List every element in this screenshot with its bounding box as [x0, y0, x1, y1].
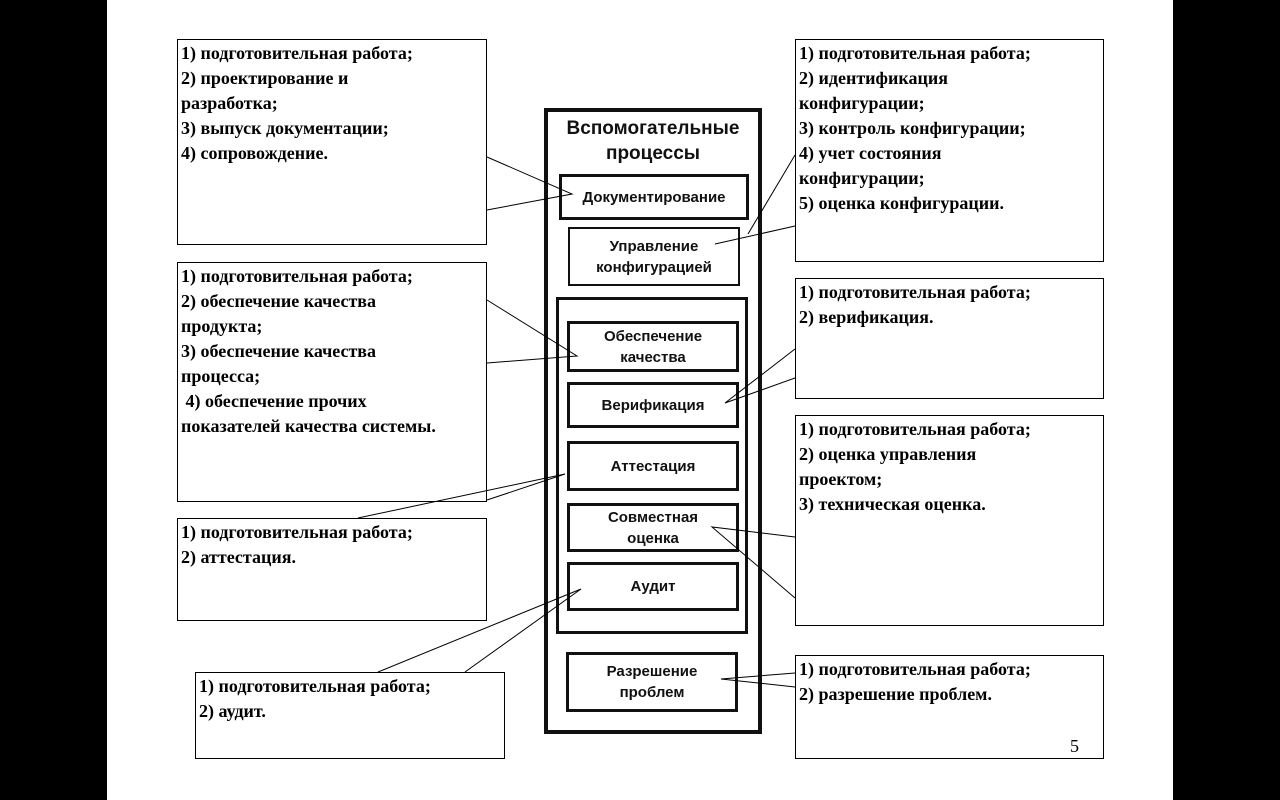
note-line: 4) сопровождение. [181, 143, 328, 163]
quality-group-frame [556, 297, 748, 634]
note-line: 1) подготовительная работа; [799, 659, 1031, 679]
connector-problem-resolution [720, 672, 796, 688]
note-line: проектом; [799, 469, 883, 489]
note-line: 3) техническая оценка. [799, 494, 986, 514]
note-line: 5) оценка конфигурации. [799, 193, 1004, 213]
connector-joint-review [710, 526, 796, 599]
process-attestation: Аттестация [567, 441, 739, 491]
note-line: разработка; [181, 93, 278, 113]
note-documentation: 1) подготовительная работа; 2) проектиров… [177, 39, 487, 245]
note-line: 3) контроль конфигурации; [799, 118, 1026, 138]
note-line: 1) подготовительная работа; [199, 676, 431, 696]
note-line: 3) обеспечение качества [181, 341, 377, 361]
note-line: 1) подготовительная работа; [799, 43, 1031, 63]
note-line: 2) аттестация. [181, 547, 296, 567]
note-line: 2) верификация. [799, 307, 934, 327]
note-line: 2) разрешение проблем. [799, 684, 992, 704]
note-line: 1) подготовительная работа; [181, 43, 413, 63]
note-line: 1) подготовительная работа; [799, 282, 1031, 302]
page-number: 5 [1070, 736, 1079, 756]
connector-documentation [486, 156, 574, 211]
connector-verification [724, 348, 796, 404]
process-quality: Обеспечение качества [567, 321, 739, 372]
note-line: 4) учет состояния [799, 143, 942, 163]
note-line: 3) выпуск документации; [181, 118, 389, 138]
process-audit: Аудит [567, 562, 739, 611]
note-quality: 1) подготовительная работа; 2) обеспечени… [177, 262, 487, 502]
process-documentation: Документирование [559, 174, 749, 220]
connector-attestation [357, 473, 566, 519]
note-line: показателей качества системы. [181, 416, 436, 436]
note-verification: 1) подготовительная работа; 2) верификаци… [795, 278, 1104, 399]
note-line: 4) обеспечение прочих [181, 391, 367, 411]
diagram-title: Вспомогательные процессы [566, 118, 740, 164]
note-line: конфигурации; [799, 168, 925, 188]
note-configuration: 1) подготовительная работа; 2) идентифика… [795, 39, 1104, 262]
note-line: 2) обеспечение качества [181, 291, 377, 311]
process-problem-resolution: Разрешение проблем [566, 652, 738, 712]
note-line: продукта; [181, 316, 263, 336]
note-line: процесса; [181, 366, 261, 386]
note-line: 2) проектирование и [181, 68, 349, 88]
note-line: 2) оценка управления [799, 444, 977, 464]
connector-configuration [714, 225, 796, 245]
note-problem-resolution: 1) подготовительная работа; 2) разрешение… [795, 655, 1104, 759]
note-line: 2) идентификация [799, 68, 948, 88]
note-line: конфигурации; [799, 93, 925, 113]
note-audit: 1) подготовительная работа; 2) аудит. [195, 672, 505, 759]
process-verification: Верификация [567, 382, 739, 428]
note-line: 1) подготовительная работа; [181, 266, 413, 286]
note-line: 1) подготовительная работа; [799, 419, 1031, 439]
process-configuration: Управление конфигурацией [568, 227, 740, 286]
note-joint-review: 1) подготовительная работа; 2) оценка упр… [795, 415, 1104, 626]
note-line: 2) аудит. [199, 701, 266, 721]
process-joint-review: Совместная оценка [567, 503, 739, 552]
connector-audit [377, 588, 582, 673]
note-line: 1) подготовительная работа; [181, 522, 413, 542]
connector-quality [486, 299, 579, 364]
note-attestation: 1) подготовительная работа; 2) аттестация… [177, 518, 487, 621]
